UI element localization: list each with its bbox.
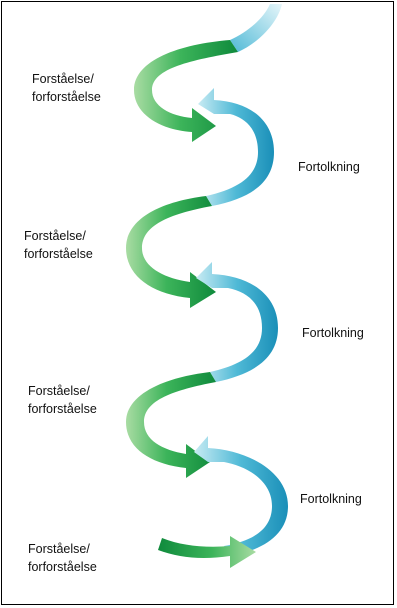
spiral-top-tail xyxy=(230,4,282,52)
spiral-segment-green-1 xyxy=(134,40,238,142)
label-fortolkning-3: Fortolkning xyxy=(300,492,362,506)
spiral-segment-blue-2 xyxy=(196,262,278,382)
spiral-segment-green-3 xyxy=(126,372,216,478)
label-forstaelse-2: Forståelse/ forforståelse xyxy=(24,227,93,263)
spiral-segment-green-4 xyxy=(158,536,256,568)
label-forstaelse-1: Forståelse/ forforståelse xyxy=(32,70,101,106)
label-forstaelse-3-line2: forforståelse xyxy=(28,402,97,416)
label-forstaelse-3: Forståelse/ forforståelse xyxy=(28,382,97,418)
label-forstaelse-4: Forståelse/ forforståelse xyxy=(28,540,97,576)
label-fortolkning-2: Fortolkning xyxy=(302,326,364,340)
label-fortolkning-1: Fortolkning xyxy=(298,160,360,174)
label-forstaelse-2-line2: forforståelse xyxy=(24,247,93,261)
spiral-segment-blue-1 xyxy=(198,88,274,206)
label-forstaelse-3-line1: Forståelse/ xyxy=(28,384,90,398)
label-forstaelse-2-line1: Forståelse/ xyxy=(24,229,86,243)
label-forstaelse-4-line2: forforståelse xyxy=(28,560,97,574)
spiral-segment-green-2 xyxy=(126,196,216,308)
label-forstaelse-1-line1: Forståelse/ xyxy=(32,72,94,86)
label-forstaelse-1-line2: forforståelse xyxy=(32,90,101,104)
label-forstaelse-4-line1: Forståelse/ xyxy=(28,542,90,556)
spiral-segment-blue-3 xyxy=(194,436,288,556)
